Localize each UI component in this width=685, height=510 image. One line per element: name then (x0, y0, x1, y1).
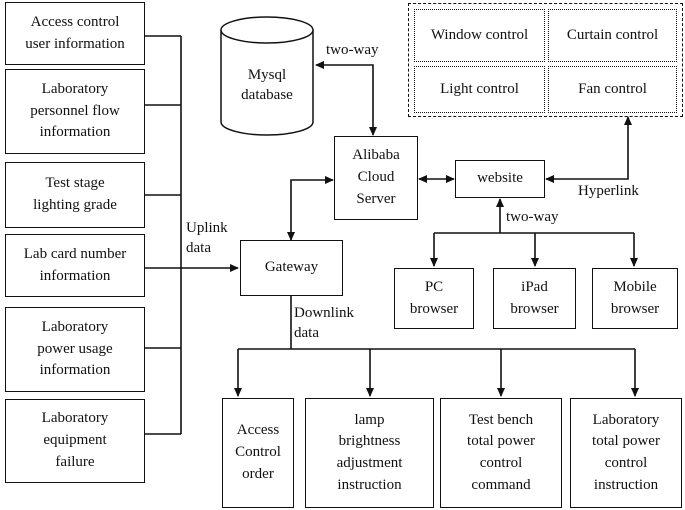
curtain-control-box: Curtain control (548, 9, 677, 62)
cloud-server-box: Alibaba Cloud Server (334, 136, 418, 220)
output-test-bench-power: Test bench total power control command (440, 398, 562, 508)
gateway-server-arrow (287, 176, 334, 241)
database-cylinder (220, 16, 314, 136)
pc-browser-box: PC browser (394, 268, 474, 329)
downlink-label: Downlink data (294, 305, 354, 342)
mobile-browser-box: Mobile browser (592, 268, 678, 329)
light-control-box: Light control (414, 66, 545, 113)
gateway-box: Gateway (240, 240, 343, 296)
source-lab-card-number: Lab card number information (5, 234, 145, 297)
controls-group (408, 3, 683, 117)
source-equipment-failure: Laboratory equipment failure (5, 399, 145, 483)
source-access-control-user-info: Access control user information (5, 2, 145, 65)
hyperlink-label: Hyperlink (578, 183, 639, 199)
hyperlink-arrow (545, 116, 632, 183)
source-power-usage: Laboratory power usage information (5, 307, 145, 392)
website-box: website (455, 160, 545, 198)
ipad-browser-box: iPad browser (493, 268, 576, 329)
browser-link-label: two-way (506, 209, 559, 225)
source-personnel-flow: Laboratory personnel flow information (5, 69, 145, 154)
uplink-label: Uplink data (186, 220, 228, 257)
fan-control-box: Fan control (548, 66, 677, 113)
output-lab-total-power: Laboratory total power control instructi… (570, 398, 682, 508)
output-lamp-brightness: lamp brightness adjustment instruction (305, 398, 434, 508)
window-control-box: Window control (414, 9, 545, 62)
db-link-label: two-way (326, 42, 379, 58)
database-label: Mysql database (241, 67, 293, 104)
output-access-control-order: Access Control order (222, 398, 294, 508)
db-server-arrow (315, 61, 377, 136)
source-lighting-grade: Test stage lighting grade (5, 162, 145, 228)
